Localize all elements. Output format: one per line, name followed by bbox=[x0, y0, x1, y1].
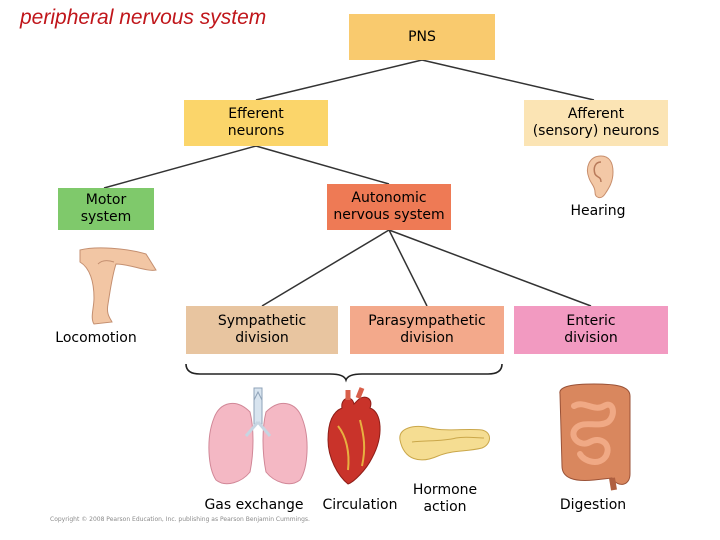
afferent-neurons-box: Afferent (sensory) neurons bbox=[524, 100, 668, 146]
line-pns-afferent bbox=[421, 59, 595, 101]
motor-system-label: Motor system bbox=[80, 192, 132, 225]
leg-icon bbox=[79, 247, 157, 325]
pancreas-icon bbox=[399, 426, 490, 461]
efferent-neurons-label: Efferent neurons bbox=[227, 106, 285, 139]
line-autonomic-enteric bbox=[388, 229, 592, 307]
efferent-neurons-box: Efferent neurons bbox=[184, 100, 328, 146]
slide-title: peripheral nervous system bbox=[20, 6, 267, 29]
sympathetic-division-label: Sympathetic division bbox=[217, 313, 307, 346]
parasympathetic-division-label: Parasympathetic division bbox=[368, 313, 486, 346]
intestines-icon bbox=[559, 383, 631, 491]
pns-label: PNS bbox=[408, 28, 436, 45]
locomotion-label: Locomotion bbox=[55, 330, 137, 346]
sympathetic-division-box: Sympathetic division bbox=[186, 306, 338, 354]
afferent-neurons-label: Afferent (sensory) neurons bbox=[532, 106, 660, 139]
autonomic-nervous-system-box: Autonomic nervous system bbox=[327, 184, 451, 230]
enteric-division-label: Enteric division bbox=[564, 313, 618, 346]
heart-icon bbox=[327, 387, 381, 485]
parasympathetic-division-box: Parasympathetic division bbox=[350, 306, 504, 354]
hormone-action-label: Hormone action bbox=[412, 482, 478, 515]
gas-exchange-label: Gas exchange bbox=[204, 497, 304, 513]
hearing-label: Hearing bbox=[570, 203, 626, 219]
circulation-label: Circulation bbox=[322, 497, 398, 513]
line-efferent-autonomic bbox=[255, 145, 390, 185]
digestion-label: Digestion bbox=[559, 497, 627, 513]
grouping-brace bbox=[185, 363, 503, 383]
line-efferent-motor bbox=[103, 145, 257, 189]
lungs-icon bbox=[208, 387, 308, 485]
line-pns-efferent bbox=[255, 59, 423, 101]
enteric-division-box: Enteric division bbox=[514, 306, 668, 354]
copyright-notice: Copyright © 2008 Pearson Education, Inc.… bbox=[50, 516, 310, 523]
motor-system-box: Motor system bbox=[58, 188, 154, 230]
pns-box: PNS bbox=[349, 14, 495, 60]
line-autonomic-sympathetic bbox=[261, 229, 390, 307]
line-autonomic-parasympathetic bbox=[388, 229, 428, 307]
ear-icon bbox=[587, 155, 614, 199]
autonomic-nervous-system-label: Autonomic nervous system bbox=[333, 190, 445, 223]
